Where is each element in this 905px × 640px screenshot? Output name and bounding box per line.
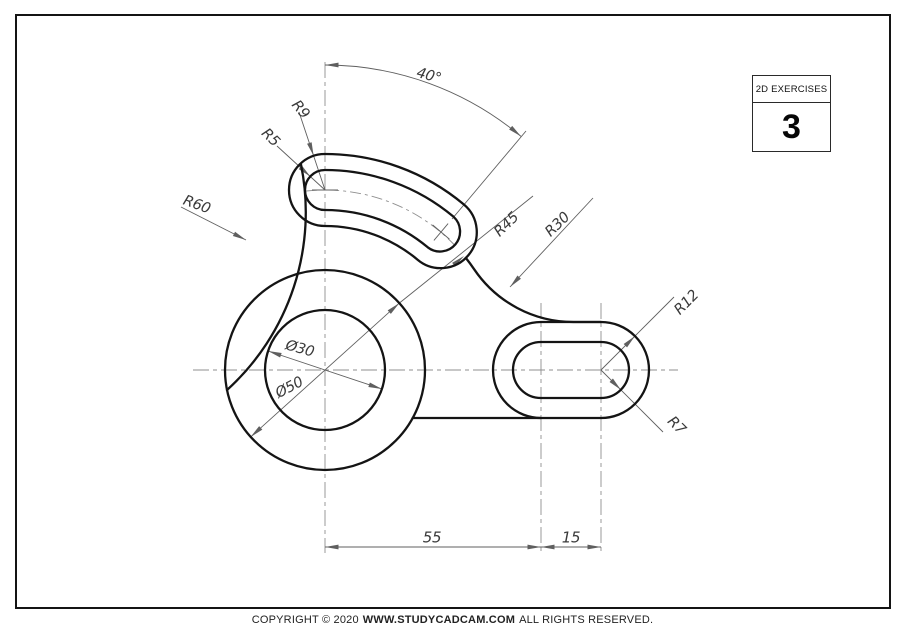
dim-label-r30: R30 [542, 209, 573, 240]
boss-circle-d50 [223, 268, 427, 472]
r7-leader-line [600, 369, 664, 433]
copyright-suffix: ALL RIGHTS RESERVED. [519, 614, 654, 626]
title-block-exercise-number: 3 [782, 107, 801, 146]
arm-end-boss-outline [491, 320, 651, 420]
dim-label-55: 55 [423, 528, 442, 546]
r45-leader-line [399, 195, 534, 304]
curved-slot-centerline-arc [306, 189, 455, 246]
dimension-labels: 40° R9 R5 R60 R45 R30 R12 R7 Ø30 Ø50 55 … [181, 65, 702, 546]
dim-label-r12: R12 [671, 287, 702, 318]
dim-label-r45: R45 [491, 209, 522, 240]
bore-circle-d30 [263, 308, 387, 432]
dim-label-angle-40: 40° [415, 65, 443, 87]
top-slot-cutout [303, 168, 462, 253]
centerlines [193, 62, 678, 553]
drawing-sheet-border [15, 14, 891, 609]
dim-label-r9: R9 [288, 97, 312, 122]
right-profile-r45-r30-arcs [464, 256, 603, 324]
slot-right-center-tick-tangent [432, 224, 450, 240]
dimension-arrowheads [232, 62, 635, 550]
copyright-prefix: COPYRIGHT © 2020 [251, 614, 359, 626]
r12-leader-line [600, 296, 675, 371]
angle-40-extension-line [451, 130, 527, 220]
top-slot-boss-outline [287, 152, 478, 270]
angle-40-dimension-arc [324, 64, 522, 137]
dim-label-15: 15 [562, 528, 581, 546]
title-block-series-label: 2D EXERCISES [753, 76, 830, 103]
arm-slot-cutout [511, 340, 631, 400]
dim-label-r5: R5 [258, 125, 283, 150]
dim-label-r60: R60 [181, 193, 213, 218]
left-profile-r60-arc [225, 163, 307, 392]
copyright-website: WWW.STUDYCADCAM.COM [362, 614, 516, 626]
dim-label-dia30: Ø30 [283, 337, 316, 360]
title-block: 2D EXERCISES 3 [752, 75, 831, 152]
dia50-dimension-line [250, 302, 400, 438]
dim-label-r7: R7 [664, 413, 689, 438]
dimension-lines [180, 64, 675, 548]
dim-label-dia50: Ø50 [272, 374, 306, 402]
r30-leader-line [509, 197, 594, 288]
part-outline [223, 152, 651, 472]
